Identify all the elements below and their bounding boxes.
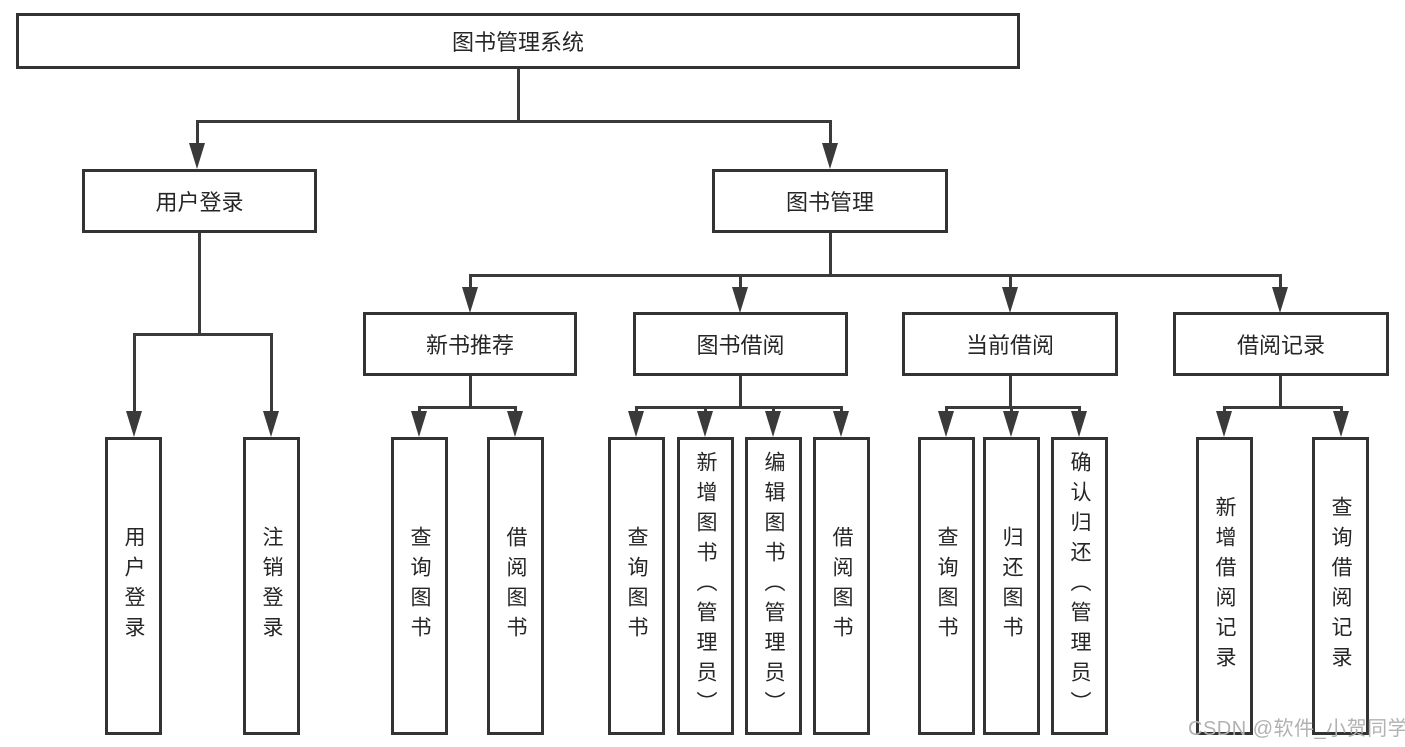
connector-line [1222, 407, 1226, 412]
connector-line [468, 273, 1282, 277]
arrow-down-icon [732, 287, 748, 313]
arrow-down-icon [628, 411, 644, 437]
arrow-down-icon [263, 411, 279, 437]
connector-line [828, 121, 832, 144]
node-user-login: 用户登录 [82, 169, 317, 233]
connector-line [1008, 376, 1012, 407]
arrow-down-icon [765, 411, 781, 437]
arrow-down-icon [507, 411, 523, 437]
connector-line [944, 407, 948, 412]
arrow-down-icon [1071, 411, 1087, 437]
connector-line [468, 376, 472, 407]
arrow-down-icon [697, 411, 713, 437]
node-br-add: 新增借阅记录 [1196, 437, 1253, 735]
watermark: CSDN @软件_小贺同学 [1188, 718, 1405, 740]
connector-line [1278, 376, 1282, 407]
arrow-down-icon [1003, 411, 1019, 437]
arrow-down-icon [189, 143, 205, 169]
connector-line [703, 407, 707, 412]
node-br-query: 查询借阅记录 [1312, 437, 1369, 735]
node-bb-query: 查询图书 [608, 437, 665, 735]
connector-line [634, 407, 638, 412]
arrow-down-icon [411, 411, 427, 437]
connector-line [944, 405, 1081, 409]
connector-line [197, 233, 201, 334]
arrow-down-icon [1002, 287, 1018, 313]
node-user-login-leaf: 用户登录 [105, 437, 162, 735]
node-nbr-query: 查询图书 [391, 437, 448, 735]
arrow-down-icon [126, 411, 142, 437]
connector-line [468, 275, 472, 288]
arrow-down-icon [1216, 411, 1232, 437]
connector-line [738, 376, 742, 407]
node-bb-edit: 编辑图书（管理员） [745, 437, 802, 735]
arrow-down-icon [833, 411, 849, 437]
connector-line [417, 407, 421, 412]
node-nbr-borrow: 借阅图书 [487, 437, 544, 735]
connector-line [738, 275, 742, 288]
node-new-book-rec: 新书推荐 [363, 312, 577, 376]
node-cb-query: 查询图书 [918, 437, 975, 735]
connector-line [1222, 405, 1343, 409]
node-logout: 注销登录 [243, 437, 300, 735]
node-bb-add: 新增图书（管理员） [677, 437, 734, 735]
node-current-borrow: 当前借阅 [902, 312, 1118, 376]
connector-line [132, 334, 136, 412]
connector-line [828, 233, 832, 275]
node-cb-return: 归还图书 [983, 437, 1040, 735]
node-book-borrow: 图书借阅 [633, 312, 848, 376]
node-cb-confirm: 确认归还（管理员） [1051, 437, 1108, 735]
connector-line [195, 119, 832, 123]
connector-line [269, 334, 273, 412]
arrow-down-icon [1272, 287, 1288, 313]
connector-line [1278, 275, 1282, 288]
connector-line [839, 407, 843, 412]
connector-line [417, 405, 517, 409]
node-root: 图书管理系统 [16, 13, 1020, 69]
arrow-down-icon [462, 287, 478, 313]
connector-line [634, 405, 843, 409]
connector-line [1009, 407, 1013, 412]
arrow-down-icon [822, 143, 838, 169]
connector-line [195, 121, 199, 144]
connector-line [513, 407, 517, 412]
connector-line [1008, 275, 1012, 288]
arrow-down-icon [1333, 411, 1349, 437]
node-borrow-records: 借阅记录 [1173, 312, 1389, 376]
node-bb-borrow: 借阅图书 [813, 437, 870, 735]
connector-line [132, 332, 273, 336]
connector-line [1339, 407, 1343, 412]
connector-line [771, 407, 775, 412]
connector-line [516, 69, 520, 121]
arrow-down-icon [938, 411, 954, 437]
connector-line [1077, 407, 1081, 412]
node-book-mgmt: 图书管理 [712, 169, 948, 233]
